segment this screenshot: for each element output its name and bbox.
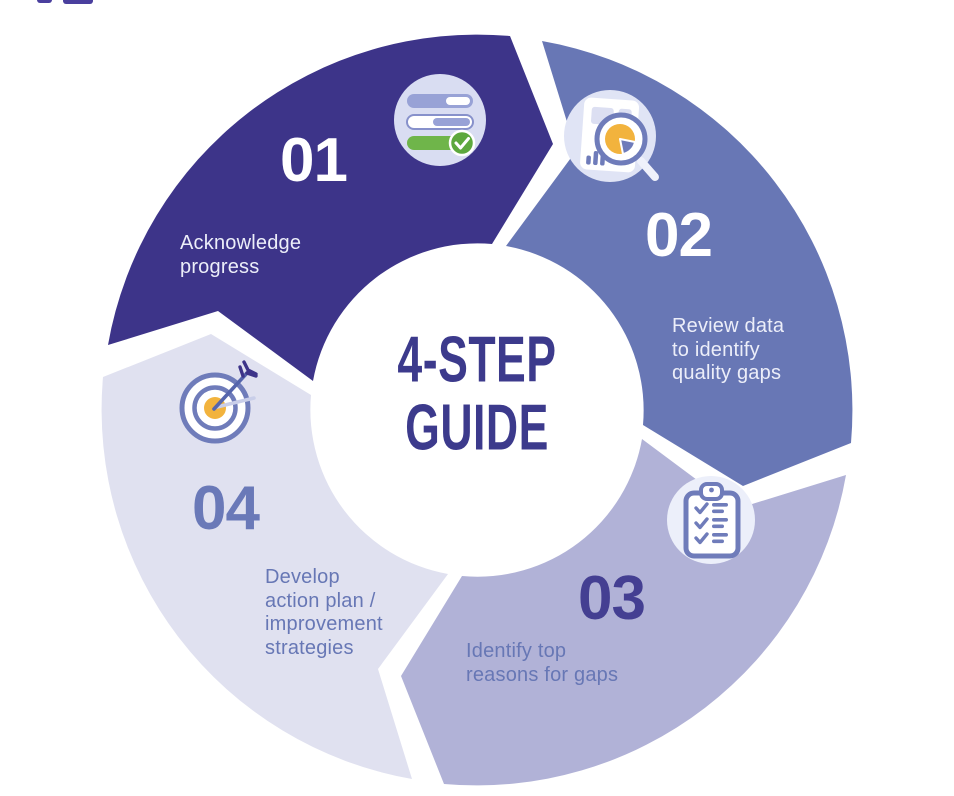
bar-chart-bar: [586, 155, 591, 165]
check-icon: [454, 137, 470, 150]
target-arrow-icon: [179, 360, 258, 444]
segment-step-04: [101, 334, 448, 779]
clipboard-checklist-icon: [667, 476, 755, 564]
clipboard: [683, 490, 741, 559]
magnifier-handle: [637, 157, 659, 181]
progress-bar-fill: [433, 118, 470, 126]
dart-shaft: [212, 371, 249, 411]
list-line: [712, 509, 724, 514]
pie-slice: [619, 138, 636, 155]
dart-fletching: [238, 360, 258, 378]
clipped-text-fragment: [37, 0, 52, 3]
step-number-04: 04: [192, 474, 260, 543]
diagram-title: 4-STEP GUIDE: [397, 321, 557, 464]
step-label-01: Acknowledge progress: [180, 232, 302, 278]
document-magnifier-pie-icon: [564, 90, 659, 182]
progress-bars-check-icon: [394, 74, 486, 166]
step-label-02: Review data to identify quality gaps: [672, 315, 785, 385]
bar-chart-bar: [593, 151, 599, 166]
step-number-03: 03: [578, 564, 646, 633]
clip-hole: [709, 487, 714, 493]
list-line: [712, 539, 724, 544]
step-label-03: Identify top reasons for gaps: [466, 640, 619, 686]
check-icon: [694, 502, 709, 515]
list-line: [712, 518, 728, 522]
clipped-text-fragment: [63, 0, 93, 4]
check-icon: [694, 517, 709, 530]
list-line: [712, 533, 728, 537]
step-label-04: Develop action plan / improvement strate…: [265, 566, 383, 659]
dart-shadow: [215, 396, 256, 409]
step-number-01: 01: [280, 126, 348, 195]
check-icon: [694, 532, 709, 545]
list-line: [712, 503, 728, 507]
list-line: [712, 524, 724, 529]
progress-bar-cap: [446, 97, 470, 105]
step-number-02: 02: [645, 201, 713, 270]
check-circle: [448, 129, 476, 157]
